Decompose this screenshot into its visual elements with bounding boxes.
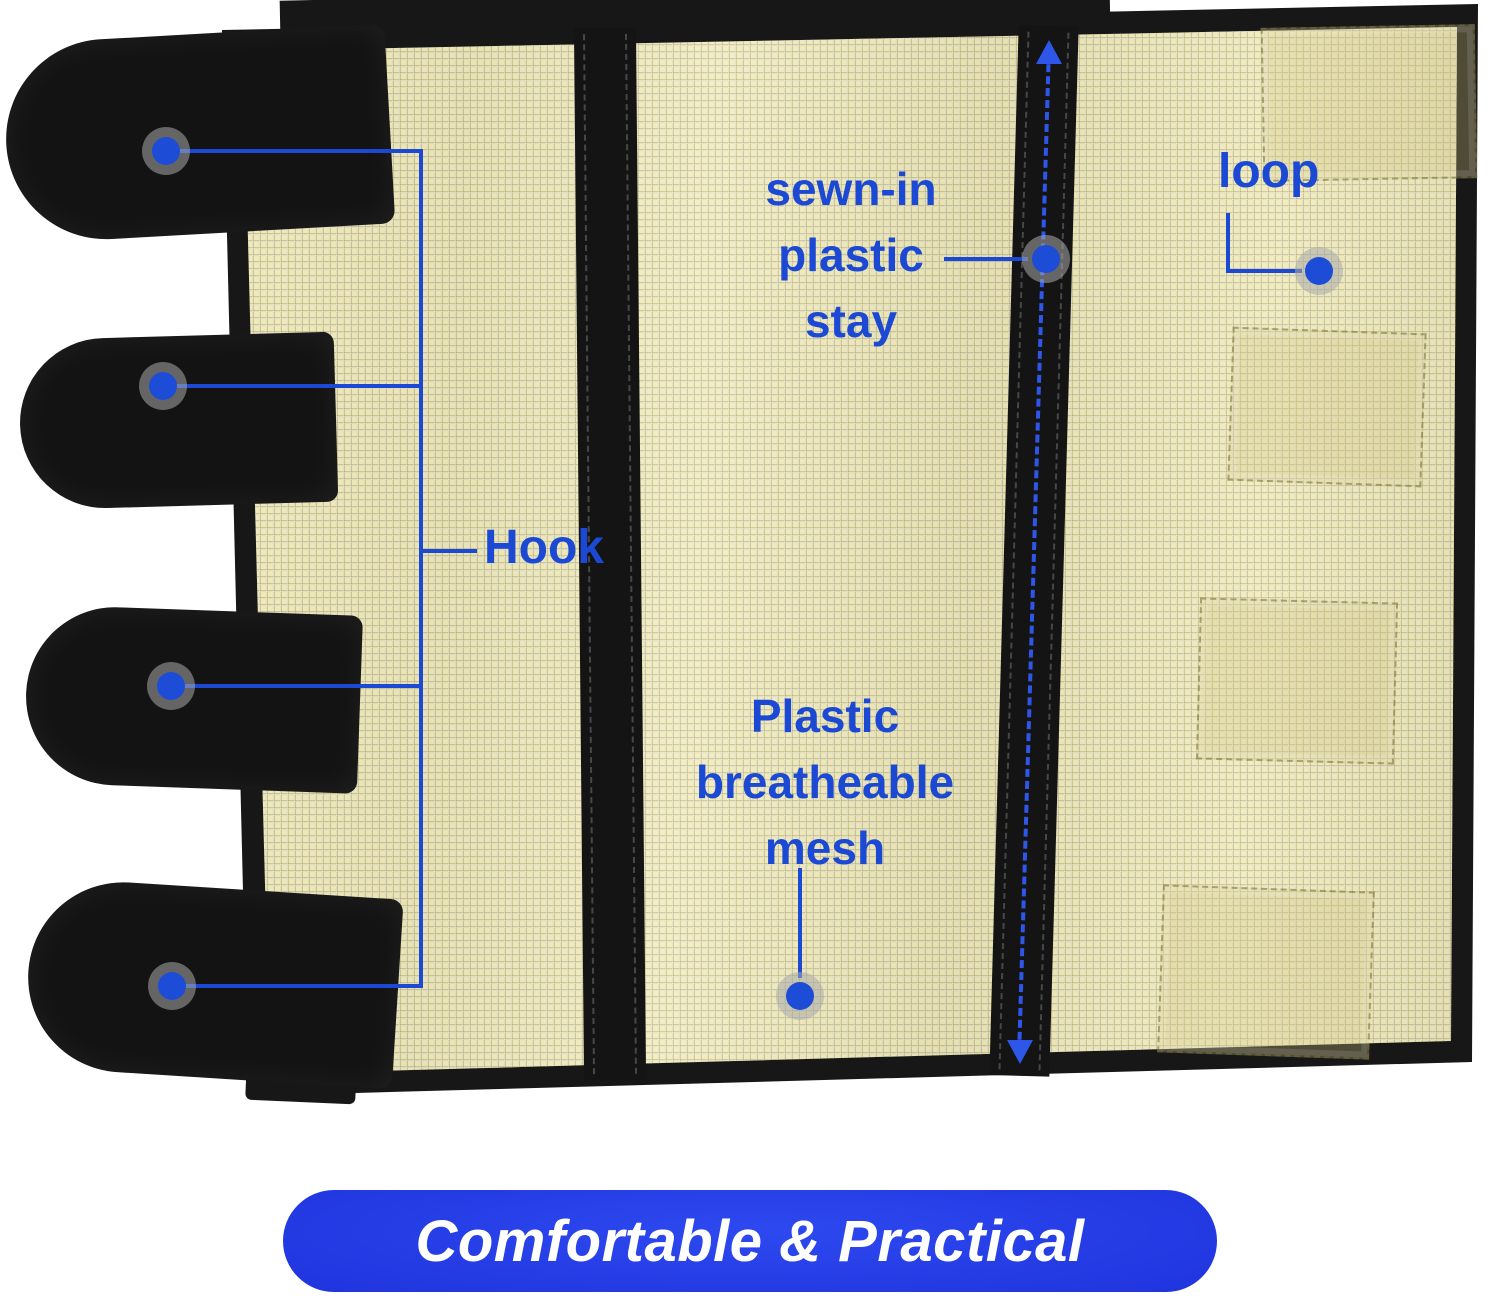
loop-label: loop — [1218, 145, 1320, 198]
marker-dot-core — [158, 972, 186, 1000]
velcro-strap-1 — [0, 23, 396, 245]
marker-dot-core — [786, 982, 814, 1010]
marker-dot-hook-3 — [147, 662, 195, 710]
marker-dot-mesh — [776, 972, 824, 1020]
marker-dot-hook-4 — [148, 962, 196, 1010]
leader-line-hook-label — [423, 549, 477, 553]
hook-label: Hook — [484, 521, 604, 574]
hook-bracket-line — [419, 149, 423, 988]
marker-dot-core — [1032, 245, 1060, 273]
leader-line-loop-horizontal — [1226, 269, 1302, 273]
loop-patch-3 — [1195, 597, 1399, 765]
velcro-strap-4 — [22, 876, 404, 1090]
marker-dot-loop — [1295, 247, 1343, 295]
arrow-up-icon — [1036, 40, 1062, 64]
mesh-label-line-2: breatheable — [695, 755, 955, 808]
marker-dot-hook-2 — [139, 362, 187, 410]
marker-dot-core — [152, 137, 180, 165]
banner: Comfortable & Practical — [283, 1190, 1217, 1292]
leader-line-mesh — [798, 868, 802, 978]
mesh-label: Plastic breatheable mesh — [688, 684, 962, 881]
leader-line-hook-1 — [166, 149, 422, 153]
leader-line-hook-2 — [163, 384, 422, 388]
arrow-down-icon — [1007, 1040, 1033, 1064]
mesh-label-line-3: mesh — [764, 821, 886, 874]
leader-line-loop-vertical — [1226, 213, 1230, 273]
leader-line-hook-4 — [172, 984, 422, 988]
loop-patch-4 — [1157, 884, 1375, 1060]
marker-dot-core — [149, 372, 177, 400]
marker-dot-stay — [1022, 235, 1070, 283]
marker-dot-hook-1 — [142, 127, 190, 175]
velcro-strap-2 — [17, 331, 339, 511]
leader-line-hook-3 — [171, 684, 422, 688]
stay-label-line-1: sewn-in — [765, 163, 937, 215]
marker-dot-core — [1305, 257, 1333, 285]
loop-patch-2 — [1227, 326, 1427, 488]
velcro-strap-3 — [22, 604, 364, 794]
mesh-label-line-1: Plastic — [750, 690, 900, 742]
leader-line-stay — [944, 257, 1028, 261]
banner-text: Comfortable & Practical — [415, 1208, 1085, 1274]
stay-label-line-2: plastic — [778, 229, 924, 282]
stay-label-line-3: stay — [804, 295, 898, 348]
stay-label: sewn-in plastic stay — [738, 156, 964, 355]
marker-dot-core — [157, 672, 185, 700]
